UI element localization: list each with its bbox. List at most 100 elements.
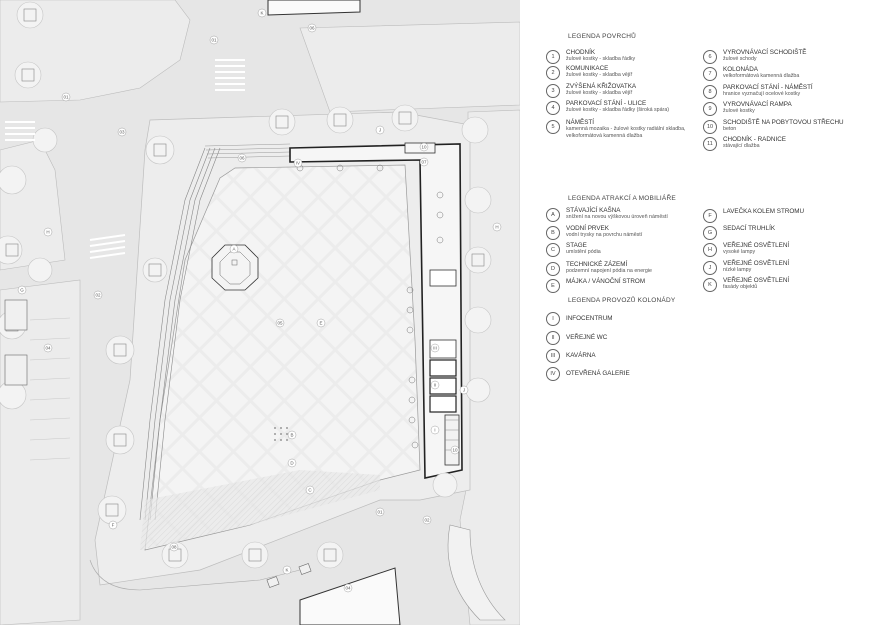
svg-text:08: 08 <box>171 545 177 550</box>
legend-item-badge: 1 <box>546 50 560 64</box>
legend-item-name: KOLONÁDA <box>723 66 758 73</box>
label-III: III <box>430 343 440 353</box>
legend-item-name: TECHNICKÉ ZÁZEMÍ <box>566 261 628 268</box>
label-A: A <box>229 244 239 254</box>
label-01: 01 <box>61 92 71 102</box>
legend-item-badge: II <box>546 331 560 345</box>
legend-item-description: snížení na novou výškovou úroveň náměstí <box>566 214 668 220</box>
legend-surfaces-title: LEGENDA POVRCHŮ <box>568 33 637 40</box>
label-E: E <box>316 318 326 328</box>
legend-item-name: OTEVŘENÁ GALERIE <box>566 370 630 377</box>
legend-item-badge: 7 <box>703 67 717 81</box>
svg-text:D: D <box>290 461 294 466</box>
legend-item-description: žulové schody <box>723 56 757 62</box>
legend-item-badge: D <box>546 262 560 276</box>
svg-text:02: 02 <box>424 518 430 523</box>
label-05: 05 <box>275 318 285 328</box>
legend-item-description: žulové kostky - skladba vějíř <box>566 72 633 78</box>
legend-item-name: SEDACÍ TRUHLÍK <box>723 225 776 232</box>
planters <box>4 299 312 588</box>
label-02: 02 <box>422 515 432 525</box>
legend-colonnade-title: LEGENDA PROVOZŮ KOLONÁDY <box>568 297 676 304</box>
svg-text:H: H <box>495 225 498 230</box>
svg-text:G: G <box>20 288 24 293</box>
label-03: 03 <box>117 127 127 137</box>
svg-text:01: 01 <box>63 95 69 100</box>
svg-text:A: A <box>232 247 235 252</box>
label-07: 07 <box>419 157 429 167</box>
svg-text:E: E <box>319 321 322 326</box>
label-K: K <box>282 565 292 575</box>
svg-text:II: II <box>434 383 436 388</box>
parking-bays <box>29 317 71 461</box>
svg-text:01: 01 <box>377 510 383 515</box>
plan-number-labels: 01 01 01 03 02 02 04 04 05 06 06 07 08 1… <box>43 23 460 593</box>
bottom-curb <box>89 559 301 591</box>
bottom-building <box>299 567 401 625</box>
legend-item-name: MÁJKA / VÁNOČNÍ STROM <box>566 278 646 285</box>
legend-item-description: podzemní napojení pódia na energie <box>566 268 652 274</box>
legend-item-badge: III <box>546 349 560 363</box>
legend-item-badge: I <box>546 312 560 326</box>
svg-text:03: 03 <box>119 130 125 135</box>
plan-letter-labels: K K J J H H G F A E B D C <box>17 8 502 575</box>
svg-text:B: B <box>290 433 293 438</box>
top-left-block <box>0 0 191 103</box>
svg-text:K: K <box>285 568 288 573</box>
legend-item-name: STAGE <box>566 242 587 249</box>
legend-item-name: KAVÁRNA <box>566 352 596 359</box>
water-element <box>274 427 288 441</box>
legend-item-badge: A <box>546 208 560 222</box>
legend-item-description: žulové kostky - skladba řádky (široká sp… <box>566 107 670 113</box>
legend-item-name: VEŘEJNÉ OSVĚTLENÍ <box>723 242 790 249</box>
legend-item-description: stávající dlažba <box>723 143 760 149</box>
cafe-tables <box>296 164 444 449</box>
stairs-west <box>139 147 221 521</box>
svg-text:06: 06 <box>309 26 315 31</box>
legend-item-name: CHODNÍK <box>566 49 596 56</box>
top-right-block <box>299 21 520 113</box>
legend-item-name: STÁVAJÍCÍ KAŠNA <box>566 207 621 214</box>
label-04: 04 <box>43 343 53 353</box>
legend-item-description: umístění pódia <box>566 249 601 255</box>
legend-item-badge: G <box>703 226 717 240</box>
legend-item-name: VYROVNÁVACÍ RAMPA <box>723 101 792 108</box>
label-B: B <box>287 430 297 440</box>
legend-item-name: VYROVNÁVACÍ SCHODIŠTĚ <box>723 49 807 56</box>
fountain <box>211 244 259 291</box>
legend-item-description: velkoformátová kamenná dlažba <box>723 73 800 79</box>
legend-attractions-title: LEGENDA ATRAKCÍ A MOBILIÁŘE <box>568 195 676 202</box>
legend-item-badge: 4 <box>546 101 560 115</box>
legend-item-name: INFOCENTRUM <box>566 315 613 322</box>
label-F: F <box>108 520 118 530</box>
svg-text:I: I <box>434 428 435 433</box>
legend-item-name: ZVÝŠENÁ KŘIŽOVATKA <box>566 83 637 90</box>
legend-item-description: fasády objektů <box>723 284 758 290</box>
svg-text:J: J <box>379 128 381 133</box>
legend-item-badge: 8 <box>703 85 717 99</box>
site-plan: 01 01 01 03 02 02 04 04 05 06 06 07 08 1… <box>0 0 520 625</box>
legend-item-description: vodní trysky na povrchu náměstí <box>566 232 643 238</box>
label-08: 08 <box>169 542 179 552</box>
label-01: 01 <box>375 507 385 517</box>
label-06: 06 <box>307 23 317 33</box>
legend-item-name: CHODNÍK - RADNICE <box>723 136 786 143</box>
legend-item-name: VEŘEJNÉ WC <box>566 334 608 341</box>
label-I: I <box>430 425 440 435</box>
legend-item-badge: H <box>703 243 717 257</box>
label-H: H <box>43 227 53 237</box>
svg-text:10: 10 <box>452 448 458 453</box>
legend-item-badge: 11 <box>703 137 717 151</box>
label-II: II <box>430 380 440 390</box>
legend-item-badge: J <box>703 261 717 275</box>
svg-text:04: 04 <box>45 346 51 351</box>
label-H: H <box>492 222 502 232</box>
label-01: 01 <box>209 35 219 45</box>
legend-item-description: kamenná mozaika - žulové kostky radiální… <box>566 126 686 139</box>
legend-item-name: NÁMĚSTÍ <box>566 119 594 126</box>
legend-item-badge: K <box>703 278 717 292</box>
curved-road <box>447 524 506 621</box>
legend-item-description: vysoké lampy <box>723 249 756 255</box>
label-10: 10 <box>419 142 429 152</box>
label-06: 06 <box>237 153 247 163</box>
